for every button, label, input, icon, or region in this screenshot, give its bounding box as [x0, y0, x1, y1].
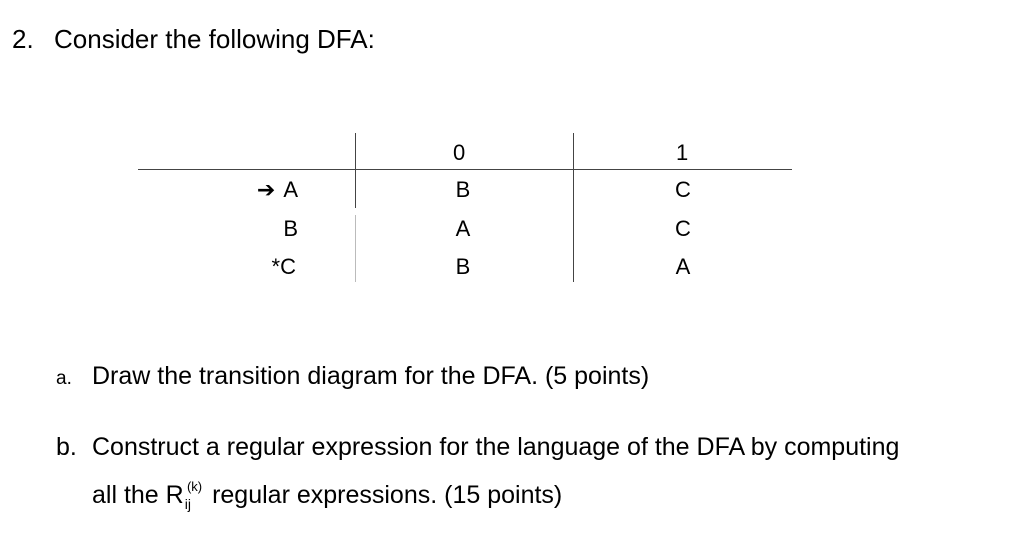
- transition-cell: A: [455, 216, 471, 241]
- table-row-state: ➔A: [228, 177, 298, 203]
- part-b-subscript: ij: [184, 496, 191, 512]
- part-b-line2-start: all the R: [92, 481, 184, 509]
- question-text: Consider the following DFA:: [54, 24, 375, 54]
- part-b-letter: b.: [56, 433, 77, 461]
- table-input-column-divider: [573, 133, 574, 282]
- part-b-superscript: (k): [186, 479, 203, 494]
- part-b-line2-end: regular expressions. (15 points): [205, 481, 563, 509]
- start-state-arrow-icon: ➔: [256, 177, 276, 202]
- transition-cell: A: [675, 254, 691, 279]
- table-state-column-divider: [355, 133, 356, 208]
- transition-cell: C: [675, 177, 691, 202]
- question-heading: 2. Consider the following DFA:: [12, 22, 375, 56]
- state-label: B: [283, 216, 298, 241]
- transition-cell: B: [455, 177, 471, 202]
- part-a-letter: a.: [56, 368, 72, 389]
- state-label: A: [283, 177, 298, 202]
- transition-cell: B: [455, 254, 471, 279]
- transition-cell: C: [675, 216, 691, 241]
- header-input-1: 1: [676, 140, 689, 165]
- table-state-column-divider-lower: [355, 215, 356, 282]
- header-input-0: 0: [453, 140, 466, 165]
- question-number: 2.: [12, 24, 34, 54]
- part-a: a. Draw the transition diagram for the DF…: [56, 356, 649, 399]
- part-b: b. Construct a regular expression for the…: [56, 427, 899, 524]
- part-a-text: Draw the transition diagram for the DFA.…: [92, 362, 650, 390]
- state-label: *C: [271, 254, 296, 279]
- table-header-rule: [138, 169, 792, 170]
- part-b-line1: Construct a regular expression for the l…: [92, 433, 900, 461]
